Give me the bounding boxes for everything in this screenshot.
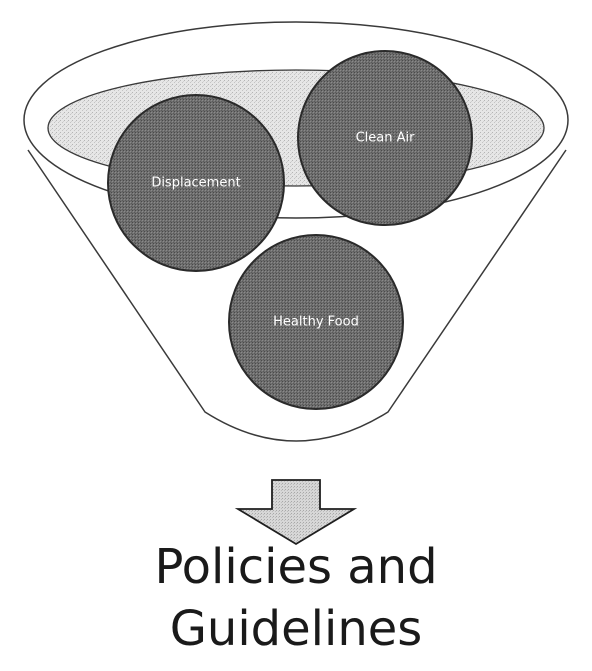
result-line-2: Guidelines [169, 601, 423, 657]
funnel-body [27, 149, 567, 442]
circle-displacement: Displacement [107, 94, 285, 272]
circle-healthy-food: Healthy Food [228, 234, 404, 410]
result-line-1: Policies and [154, 539, 438, 595]
down-arrow-icon [234, 479, 358, 546]
circle-label-displacement: Displacement [151, 176, 240, 191]
circle-clean-air: Clean Air [297, 50, 473, 226]
result-text: Policies and Guidelines [0, 536, 592, 660]
circle-label-healthy-food: Healthy Food [273, 315, 359, 330]
circle-label-clean-air: Clean Air [356, 131, 416, 146]
